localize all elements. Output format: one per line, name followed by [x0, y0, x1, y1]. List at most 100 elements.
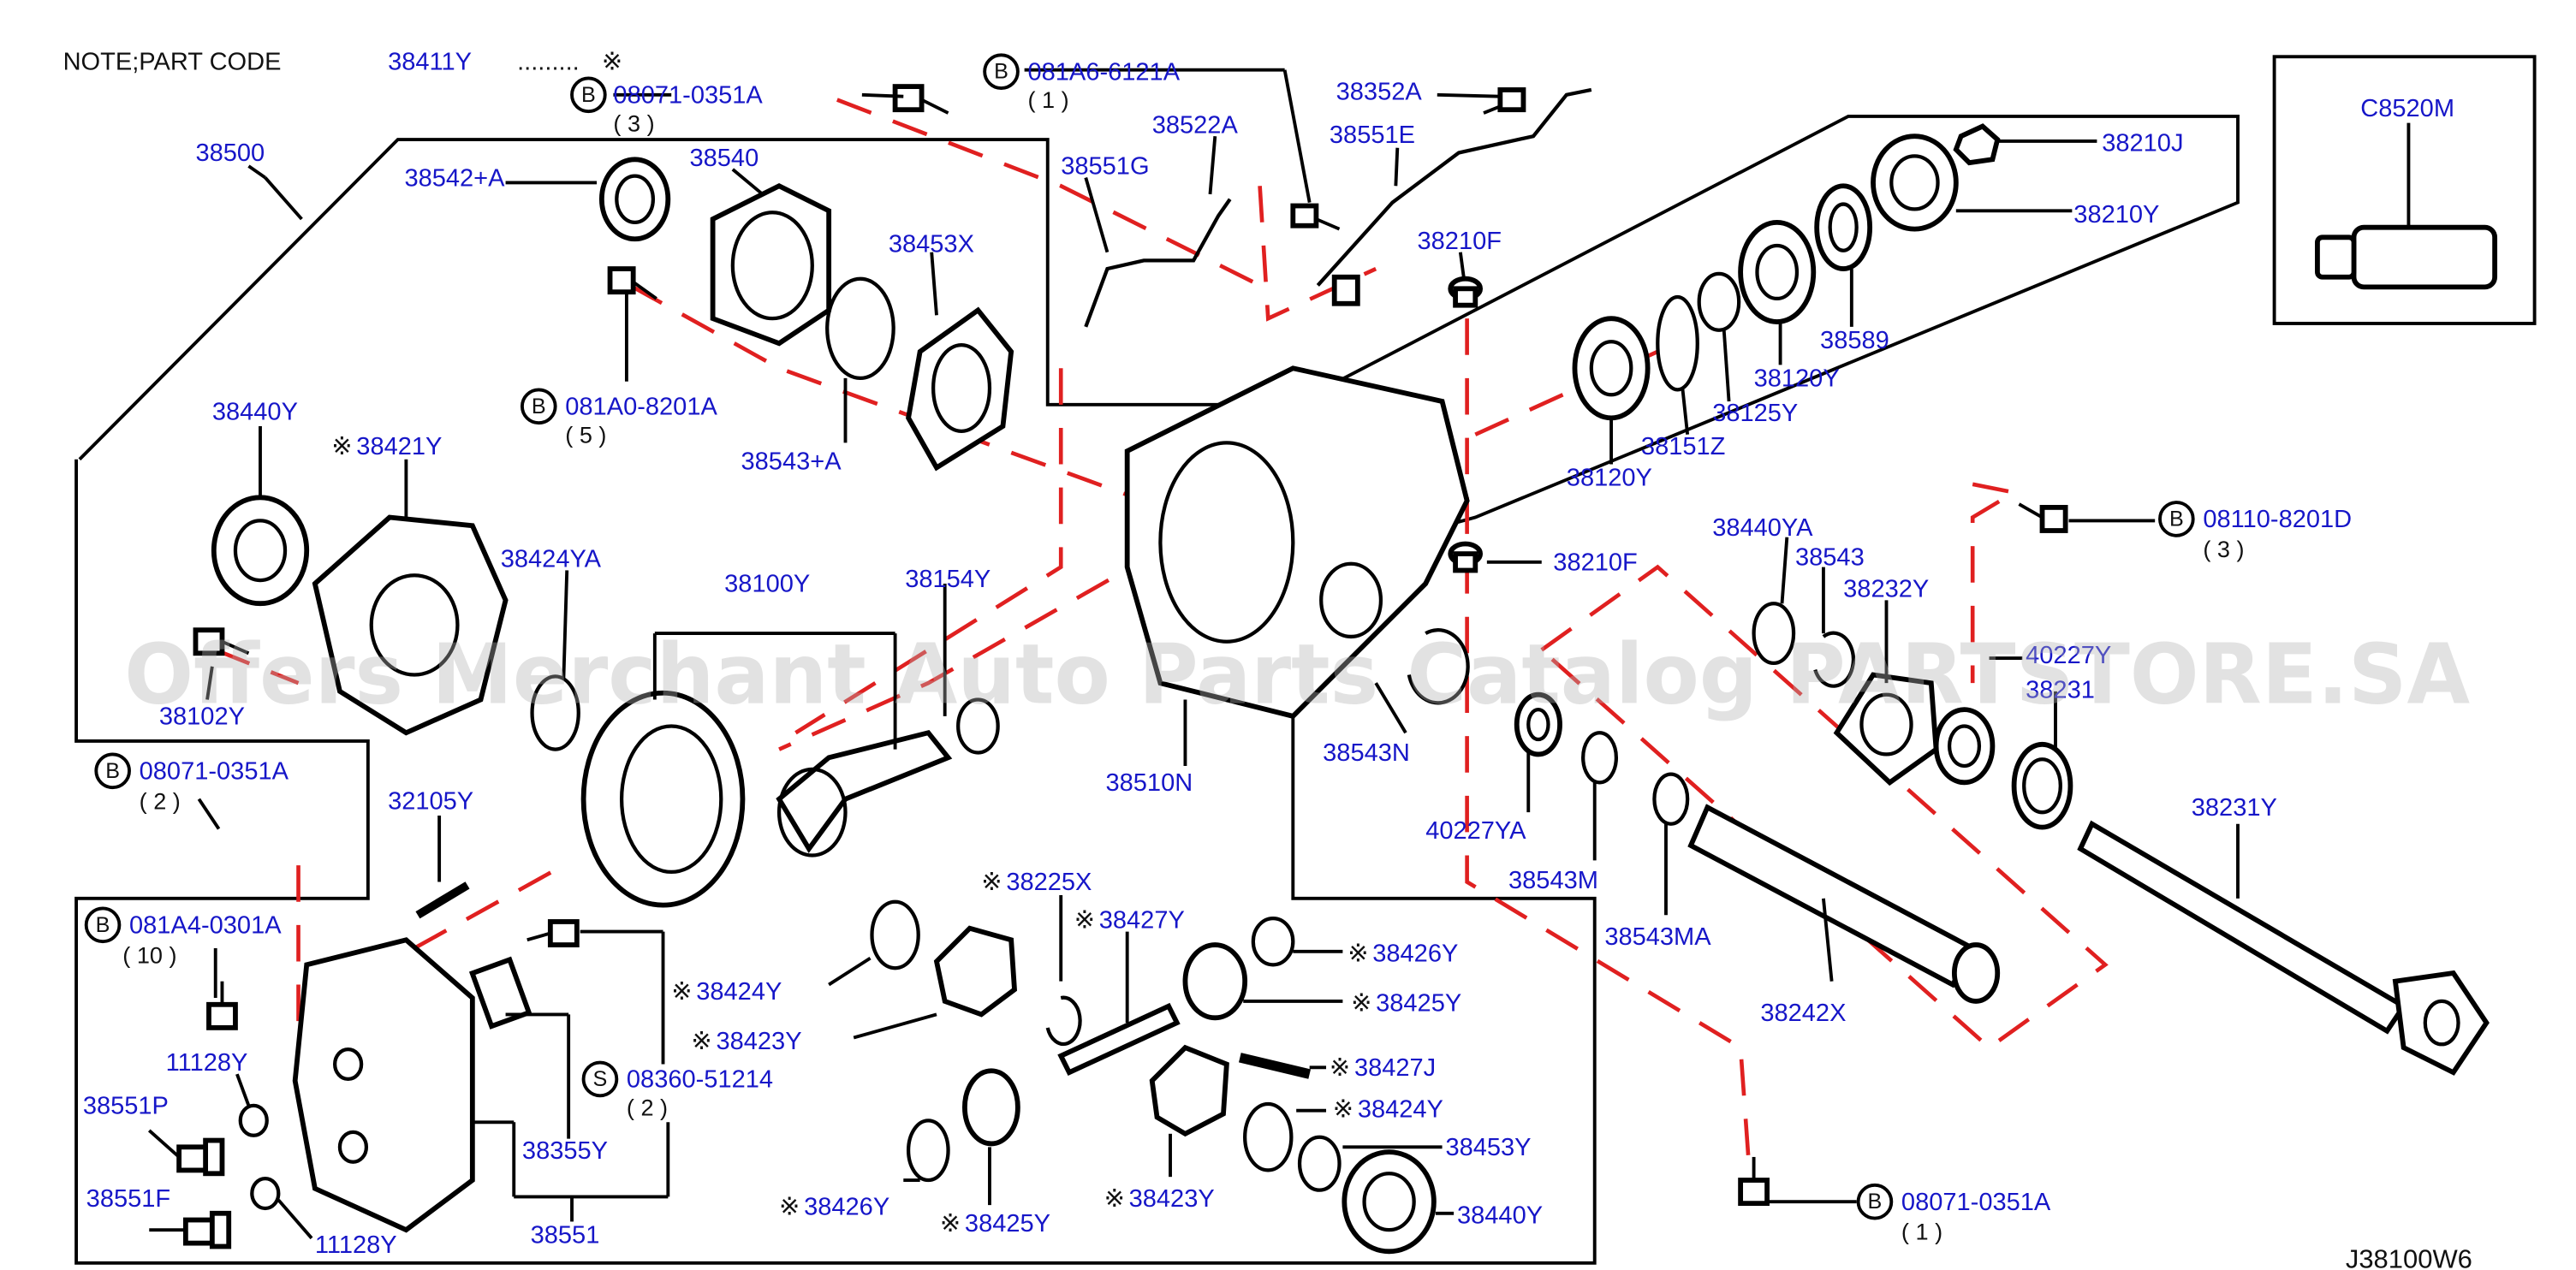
retainer-38232y-part — [1833, 672, 1939, 786]
diagram-code: J38100W6 — [2346, 1244, 2472, 1270]
label-38210j: 38210J — [2102, 130, 2183, 157]
label-38210f-mid: 38210F — [1553, 549, 1637, 576]
washer-38424y-b-part — [1243, 1101, 1294, 1172]
rear-cover-38355y-part — [292, 937, 475, 1233]
label-38426y-bottom: 38426Y — [804, 1194, 889, 1221]
ring-38225x-part — [1045, 995, 1082, 1047]
label-32105y: 32105Y — [388, 787, 473, 815]
label-40227y: 40227Y — [2026, 642, 2111, 669]
std-part-081a4-0301a: B 081A4-0301A ( 10 ) — [84, 906, 282, 968]
bolt-081a6-part — [1290, 203, 1341, 231]
bearing-38120y-a-part — [1572, 316, 1651, 421]
shim-38424ya-part — [530, 674, 580, 751]
gasket-38453x-part — [906, 306, 1014, 472]
plug-38551f-part — [182, 1210, 232, 1249]
label-38352a: 38352A — [1336, 79, 1423, 106]
label-38242x: 38242X — [1760, 1000, 1846, 1027]
label-38522a: 38522A — [1152, 111, 1239, 139]
ring-38543ma-part — [1652, 772, 1690, 826]
label-38225x: 38225X — [1006, 869, 1092, 896]
mark-38421y: ※ — [331, 433, 352, 460]
leader-38500-b — [247, 164, 266, 180]
label-38551f: 38551F — [86, 1185, 170, 1213]
centerline-11 — [413, 863, 565, 950]
label-11128y-upper: 11128Y — [166, 1049, 248, 1077]
mark-38225x: ※ — [981, 869, 1002, 896]
c8520m-box — [2272, 55, 2537, 325]
svg-text:S: S — [593, 1067, 608, 1091]
svg-text:B: B — [2169, 507, 2184, 531]
std-part-08071-0351a-top: B 08071-0351A ( 3 ) — [570, 76, 763, 136]
label-38355y: 38355Y — [522, 1137, 608, 1165]
label-38551e: 38551E — [1330, 122, 1415, 149]
label-38440ya: 38440YA — [1712, 514, 1813, 542]
bolt-38102y-part — [193, 627, 250, 656]
label-38425y-bottom: 38425Y — [965, 1210, 1050, 1237]
bearing-38440y-a-part — [211, 495, 310, 607]
std-part-081a0-8201a: B 081A0-8201A ( 5 ) — [520, 388, 717, 448]
bolt-081a4-part — [206, 981, 238, 1030]
pin-38427j-part — [1239, 1053, 1312, 1079]
pinion-shaft-38427y-part — [1057, 1002, 1181, 1076]
label-38210y: 38210Y — [2073, 201, 2159, 228]
diff-case-38421y-part — [312, 514, 509, 736]
bolt-08071-top-part — [892, 84, 949, 115]
label-38231y: 38231Y — [2192, 794, 2277, 822]
mark-38427y: ※ — [1074, 907, 1095, 935]
svg-text:B: B — [1868, 1190, 1883, 1214]
std-part-08071-0351a-left: B 08071-0351A ( 2 ) — [94, 752, 289, 814]
label-38551g: 38551G — [1061, 153, 1149, 181]
centerline-2 — [628, 283, 1145, 503]
mark-38426y-right: ※ — [1347, 940, 1368, 967]
ring-gear-38100y-part — [580, 690, 746, 908]
seal-38440ya-part — [1752, 602, 1796, 666]
svg-text:( 5 ): ( 5 ) — [565, 421, 606, 448]
label-38425y-right: 38425Y — [1376, 990, 1461, 1018]
seal-38589-part — [1814, 183, 1873, 271]
centerline-12 — [214, 648, 300, 685]
carrier-housing-38510n-part — [1124, 365, 1470, 720]
label-38424y-left: 38424Y — [696, 978, 782, 1006]
breather-tube-part — [1084, 198, 1232, 328]
sealant-tube-part — [2315, 122, 2498, 290]
label-38423y-bottom: 38423Y — [1129, 1185, 1215, 1213]
svg-text:081A6-6121A: 081A6-6121A — [1028, 58, 1181, 86]
mark-38427j: ※ — [1330, 1054, 1350, 1082]
leader-38500 — [264, 176, 303, 221]
label-38210f-top: 38210F — [1418, 228, 1502, 255]
svg-text:08071-0351A: 08071-0351A — [1901, 1189, 2051, 1216]
label-38453y: 38453Y — [1445, 1134, 1531, 1161]
side-gear-38423y-b-part — [1149, 1044, 1229, 1137]
bearing-40227y-part — [1933, 707, 1996, 786]
label-38100y: 38100Y — [724, 571, 810, 598]
label-38542a: 38542+A — [404, 164, 505, 192]
nut-38210j-part — [1953, 123, 2001, 166]
std-part-081a6-6121a: B 081A6-6121A ( 1 ) — [983, 53, 1181, 113]
label-38120y-lower: 38120Y — [1567, 465, 1652, 492]
note-dots: ......... — [517, 49, 580, 76]
mark-38423y-bottom: ※ — [1104, 1185, 1125, 1213]
plug-38210f-mid-part — [1448, 541, 1484, 573]
washer-38426y-a-part — [1251, 916, 1295, 967]
washer-38424y-a-part — [870, 899, 920, 970]
note-code: 38411Y — [388, 49, 472, 76]
std-part-08360-51214: S 08360-51214 ( 2 ) — [581, 1060, 773, 1121]
label-38154y: 38154Y — [905, 566, 991, 593]
bolt-08360-part — [527, 919, 580, 947]
breather-pipe-38551e-part — [1316, 87, 1592, 287]
centerline-7 — [1465, 318, 1752, 1164]
axle-shaft-38231y-part — [2077, 820, 2490, 1076]
label-38424y-right: 38424Y — [1358, 1095, 1443, 1123]
label-38232y: 38232Y — [1843, 575, 1929, 602]
label-38440y-left: 38440Y — [212, 398, 298, 425]
washer-38154y-part — [956, 697, 1000, 755]
drive-pinion-part — [776, 729, 953, 858]
label-38543m: 38543M — [1508, 867, 1598, 894]
label-38423y-left: 38423Y — [716, 1028, 801, 1055]
svg-text:081A4-0301A: 081A4-0301A — [129, 912, 282, 940]
label-38540: 38540 — [689, 145, 759, 172]
spacer-38151z-part — [1656, 294, 1699, 392]
label-38231: 38231 — [2026, 677, 2095, 704]
centerline-1 — [836, 98, 1261, 288]
